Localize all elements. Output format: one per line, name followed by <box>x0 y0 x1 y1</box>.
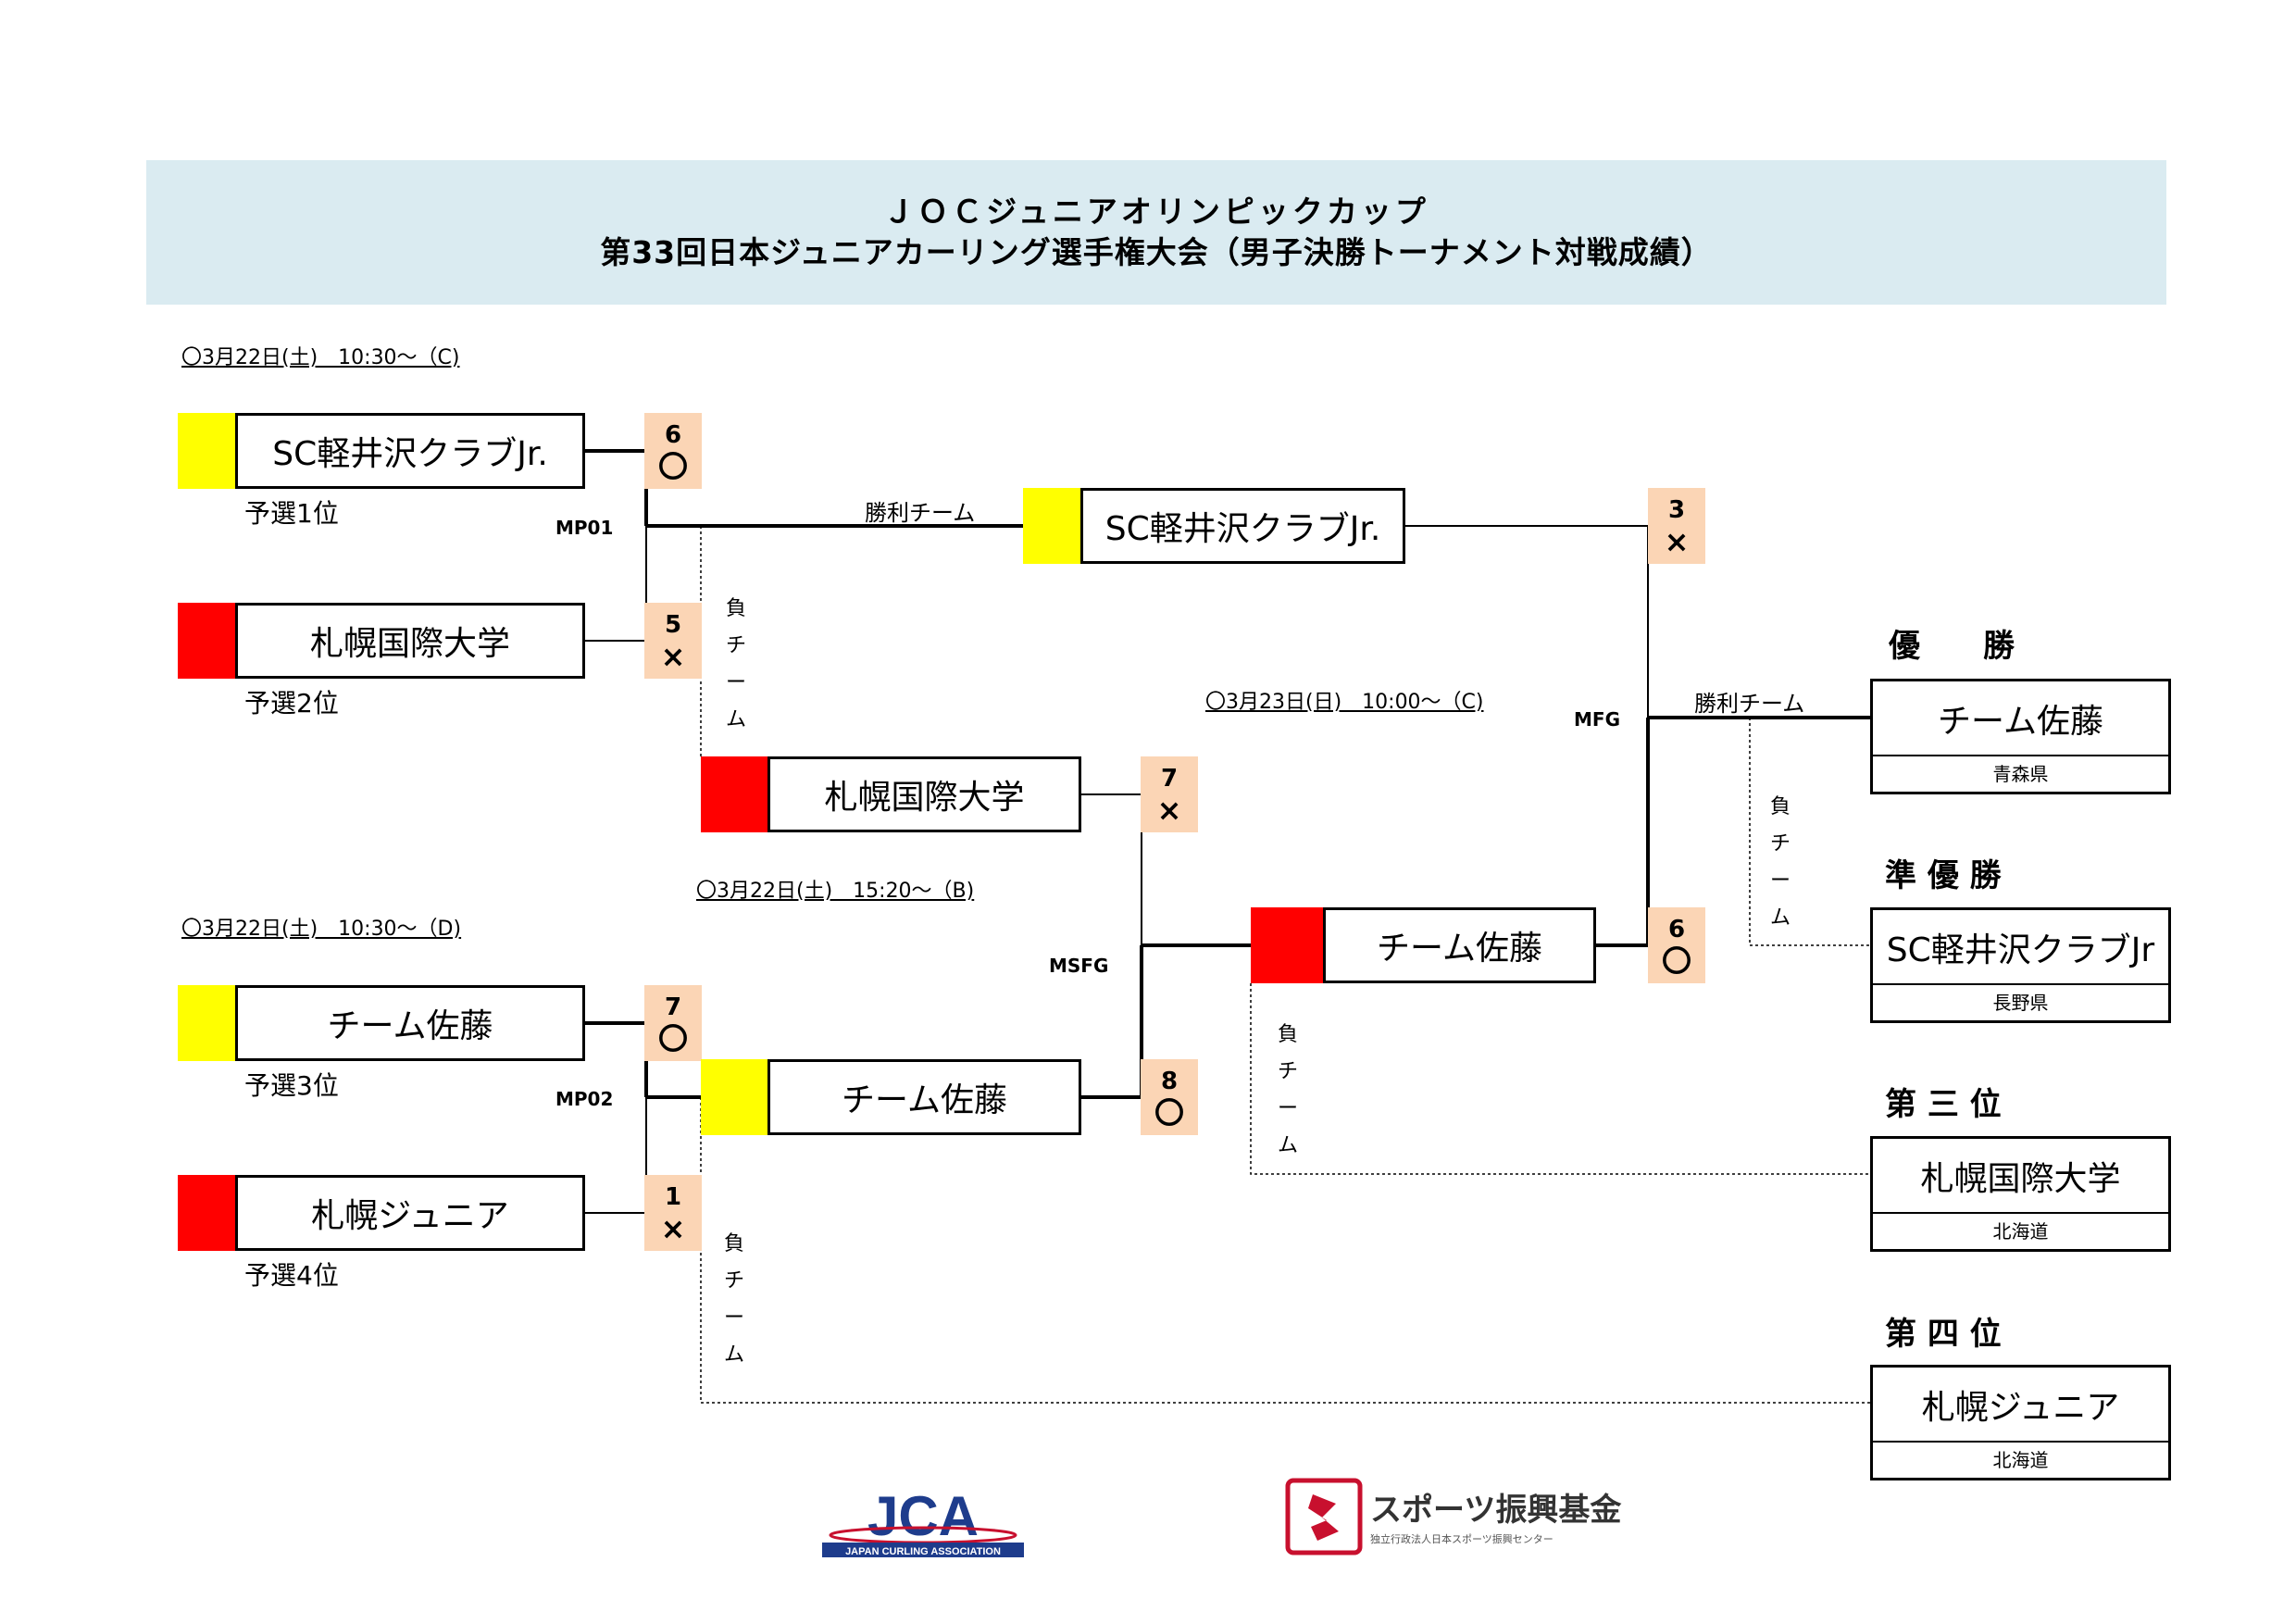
winner-team-label: 勝利チーム <box>865 500 976 526</box>
jca-logo-icon: JCA JAPAN CURLING ASSOCIATION <box>822 1485 1024 1557</box>
loser-team-label: 負チーム <box>1277 1023 1298 1157</box>
msfg-team2: チーム佐藤 <box>767 1059 1081 1135</box>
stone-yellow <box>178 413 235 489</box>
mp01-team2: 札幌国際大学 <box>235 603 585 679</box>
score-value: 5 <box>664 611 682 639</box>
match-code-mp01: MP01 <box>555 517 614 539</box>
schedule-mp02: 〇3月22日(土) 10:30～（D) <box>181 918 462 941</box>
mfg-team1: SC軽井沢クラブJr. <box>1080 488 1405 564</box>
schedule-mp01: 〇3月22日(土) 10:30～（C) <box>181 346 460 369</box>
score-result: × <box>1156 793 1182 828</box>
place-1-team: チーム佐藤 <box>1873 681 2168 756</box>
mp01-team1-rank: 予選1位 <box>244 498 339 529</box>
mp02-team1-score: 7 〇 <box>644 985 702 1061</box>
loser-team-label: 負チーム <box>723 1232 744 1367</box>
score-value: 3 <box>1667 496 1686 524</box>
mfg-team1-score: 3 × <box>1648 488 1705 564</box>
svg-text:スポーツ振興基金: スポーツ振興基金 <box>1370 1492 1622 1529</box>
stone-red <box>178 603 235 679</box>
jca-logo: JCA JAPAN CURLING ASSOCIATION <box>815 1481 1032 1565</box>
stone-yellow <box>1023 488 1080 564</box>
place-4-label: 第 四 位 <box>1885 1316 2002 1353</box>
place-2-pref: 長野県 <box>1992 991 2049 1014</box>
mp01-team2-score: 5 × <box>644 603 702 679</box>
place-3-team: 札幌国際大学 <box>1873 1139 2168 1214</box>
place-2-box: SC軽井沢クラブJr 長野県 <box>1870 907 2171 1023</box>
match-code-msfg: MSFG <box>1049 955 1109 977</box>
schedule-mfg: 〇3月23日(日) 10:00～（C) <box>1205 691 1484 714</box>
score-result: × <box>660 1211 686 1246</box>
place-4-pref: 北海道 <box>1992 1448 2049 1471</box>
mp01-team1: SC軽井沢クラブJr. <box>235 413 585 489</box>
place-1-box: チーム佐藤 青森県 <box>1870 679 2171 794</box>
score-value: 7 <box>664 993 682 1021</box>
svg-text:独立行政法人日本スポーツ振興センター: 独立行政法人日本スポーツ振興センター <box>1370 1532 1554 1545</box>
mfg-team2-score: 6 〇 <box>1648 907 1705 983</box>
mp02-team2: 札幌ジュニア <box>235 1175 585 1251</box>
winner-team-label: 勝利チーム <box>1694 691 1805 717</box>
score-value: 6 <box>664 421 682 449</box>
loser-team-label: 負チーム <box>1769 795 1791 930</box>
mp01-team2-rank: 予選2位 <box>244 688 339 718</box>
stone-yellow <box>701 1059 767 1135</box>
stone-red <box>701 756 767 832</box>
msfg-team2-score: 8 〇 <box>1141 1059 1198 1135</box>
score-result: × <box>1664 524 1690 559</box>
stone-yellow <box>178 985 235 1061</box>
title-line-2: 第33回日本ジュニアカーリング選手権大会（男子決勝トーナメント対戦成績） <box>600 234 1713 270</box>
sports-fund-logo: スポーツ振興基金 独立行政法人日本スポーツ振興センター <box>1285 1476 1628 1559</box>
place-1-pref: 青森県 <box>1992 762 2049 785</box>
score-value: 7 <box>1160 765 1179 793</box>
stone-red <box>178 1175 235 1251</box>
title-line-1: ＪＯＣジュニアオリンピックカップ <box>883 194 1429 230</box>
place-2-label: 準 優 勝 <box>1885 857 2002 894</box>
stone-red <box>1251 907 1323 983</box>
mfg-team2: チーム佐藤 <box>1323 907 1596 983</box>
msfg-team1: 札幌国際大学 <box>767 756 1081 832</box>
place-3-pref: 北海道 <box>1992 1219 2049 1243</box>
mp02-team1-rank: 予選3位 <box>244 1070 339 1101</box>
svg-text:JAPAN CURLING ASSOCIATION: JAPAN CURLING ASSOCIATION <box>845 1546 1001 1557</box>
place-4-box: 札幌ジュニア 北海道 <box>1870 1365 2171 1480</box>
score-value: 6 <box>1667 916 1686 943</box>
mp02-team2-rank: 予選4位 <box>244 1260 339 1291</box>
score-result: 〇 <box>657 1021 688 1056</box>
score-result: 〇 <box>1154 1095 1184 1131</box>
match-code-mfg: MFG <box>1574 708 1620 731</box>
mp02-team1: チーム佐藤 <box>235 985 585 1061</box>
score-value: 8 <box>1160 1068 1179 1095</box>
place-3-box: 札幌国際大学 北海道 <box>1870 1136 2171 1252</box>
mp02-team2-score: 1 × <box>644 1175 702 1251</box>
place-2-team: SC軽井沢クラブJr <box>1873 910 2168 985</box>
score-result: 〇 <box>657 449 688 484</box>
svg-text:JCA: JCA <box>867 1485 979 1547</box>
msfg-team1-score: 7 × <box>1141 756 1198 832</box>
score-result: × <box>660 639 686 674</box>
match-code-mp02: MP02 <box>555 1088 614 1110</box>
loser-team-label: 負チーム <box>725 597 746 731</box>
score-value: 1 <box>664 1183 682 1211</box>
title-banner: ＪＯＣジュニアオリンピックカップ 第33回日本ジュニアカーリング選手権大会（男子… <box>146 160 2166 305</box>
place-1-label: 優 勝 <box>1889 628 2015 665</box>
mp01-team1-score: 6 〇 <box>644 413 702 489</box>
place-4-team: 札幌ジュニア <box>1873 1368 2168 1443</box>
sports-fund-logo-icon: スポーツ振興基金 独立行政法人日本スポーツ振興センター <box>1285 1478 1622 1555</box>
schedule-msfg: 〇3月22日(土) 15:20～（B) <box>696 880 975 903</box>
place-3-label: 第 三 位 <box>1885 1086 2002 1123</box>
score-result: 〇 <box>1661 943 1691 979</box>
